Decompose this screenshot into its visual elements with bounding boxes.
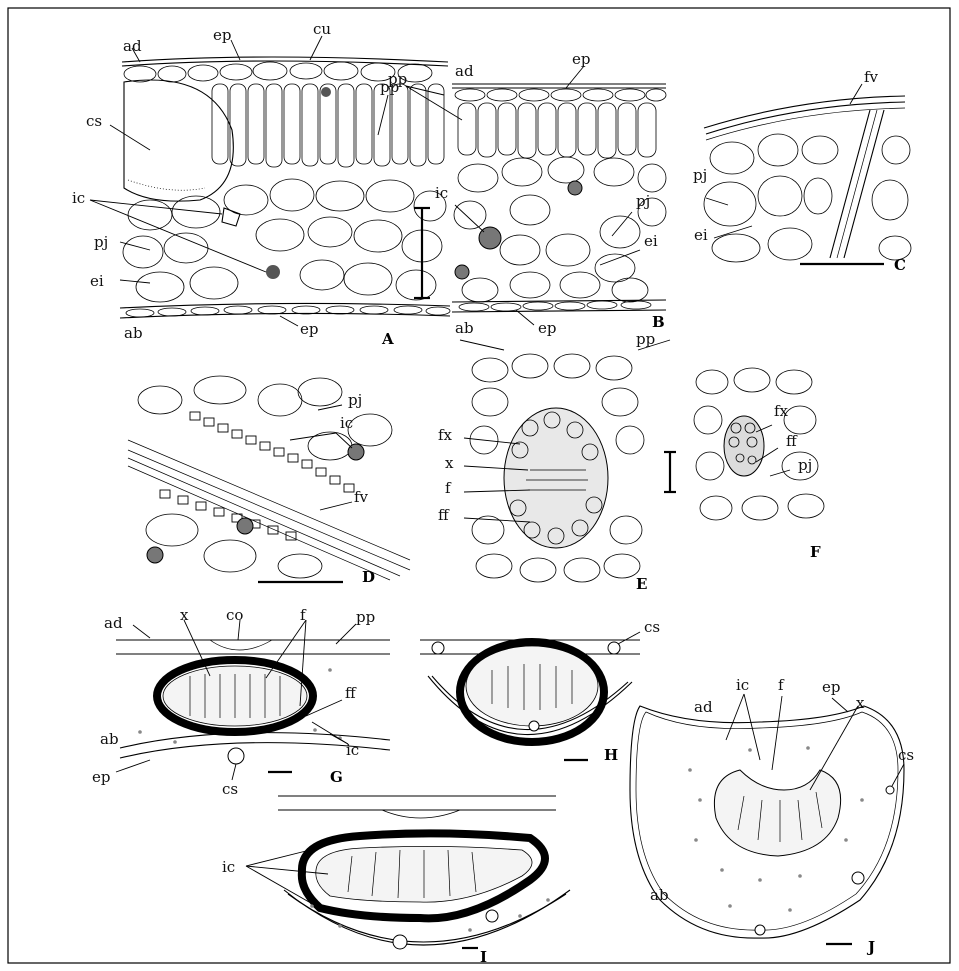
label-g-ff: ff: [345, 684, 357, 702]
label-b-ei: ei: [644, 232, 658, 250]
panel-h-letter: H: [604, 746, 618, 764]
label-a-ab: ab: [124, 324, 143, 342]
label-j-x: x: [856, 694, 865, 712]
label-g-pp: pp: [356, 608, 375, 626]
label-f-pj: pj: [798, 456, 812, 474]
label-a-ic: ic: [72, 189, 85, 207]
label-g-ic: ic: [346, 741, 359, 759]
label-d-fv: fv: [354, 488, 369, 506]
label-e-pp: pp: [636, 330, 655, 348]
label-b-ad: ad: [455, 62, 474, 80]
label-g-ep: ep: [92, 768, 110, 786]
panel-g-letter: G: [330, 768, 343, 786]
label-j-ep: ep: [822, 678, 840, 696]
panel-b-letter: B: [652, 313, 665, 331]
label-a-ep-bottom: ep: [300, 320, 318, 338]
panel-f-letter: F: [810, 543, 821, 561]
label-b-ep-bottom: ep: [538, 319, 556, 337]
label-g-ad: ad: [104, 614, 123, 632]
panel-j-letter: J: [866, 938, 875, 956]
label-g-co: co: [226, 606, 243, 624]
label-j-cs: cs: [898, 746, 914, 764]
label-a-cu: cu: [313, 20, 331, 38]
label-a-ei: ei: [90, 272, 104, 290]
label-j-ic: ic: [736, 676, 749, 694]
panel-d-letter: D: [362, 568, 375, 586]
label-b-ab: ab: [455, 319, 474, 337]
panel-c-letter: C: [894, 256, 906, 274]
label-f-ff: ff: [786, 432, 798, 450]
label-j-ab: ab: [650, 886, 669, 904]
label-a-ad: ad: [123, 37, 142, 55]
label-c-pj: pj: [693, 166, 707, 184]
label-e-ff: ff: [438, 506, 450, 524]
label-g-ab: ab: [100, 730, 119, 748]
label-g-x: x: [180, 606, 189, 624]
label-i-ic: ic: [222, 858, 235, 876]
label-e-fx: fx: [438, 426, 453, 444]
label-c-ei: ei: [694, 226, 708, 244]
panel-a-letter: A: [381, 330, 394, 348]
label-b-ep-top: ep: [572, 50, 590, 68]
label-a-cs: cs: [86, 112, 102, 130]
label-d-ic: ic: [340, 414, 353, 432]
label-g-cs: cs: [222, 780, 238, 798]
label-e-x: x: [445, 454, 454, 472]
label-b-ic: ic: [435, 184, 448, 202]
label-a-pj: pj: [94, 233, 108, 251]
label-a-b-pp: pp: [388, 70, 407, 88]
label-b-pj: pj: [636, 192, 650, 210]
label-j-ad: ad: [694, 698, 713, 716]
label-f-fx: fx: [774, 402, 789, 420]
panel-e-letter: E: [636, 575, 647, 593]
panel-i-letter: I: [480, 948, 487, 966]
label-c-fv: fv: [864, 68, 879, 86]
label-d-pj: pj: [348, 391, 362, 409]
label-h-cs: cs: [644, 618, 660, 636]
label-a-ep-top: ep: [213, 26, 231, 44]
